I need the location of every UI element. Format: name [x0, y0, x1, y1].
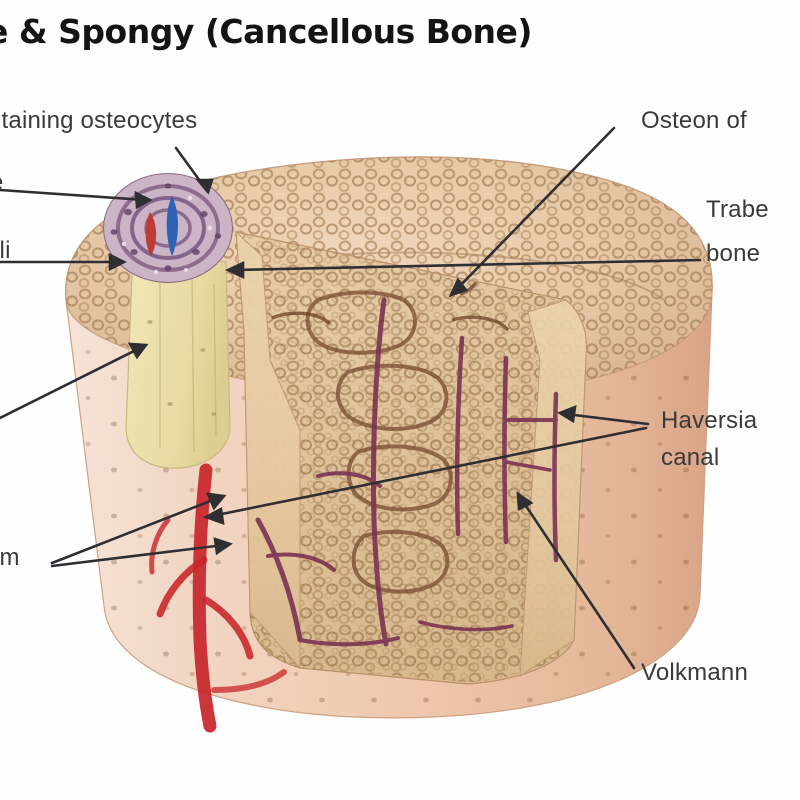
- label-trabecular-bone-line1: Trabe: [706, 196, 769, 223]
- leader-periosteum-b: [50, 543, 226, 568]
- label-bone-left-upper: e: [0, 169, 4, 197]
- label-osteon-of: Osteon of: [641, 107, 747, 134]
- yellow-marrow-cavity: [125, 259, 231, 469]
- nutrient-artery: [149, 463, 287, 733]
- label-trabecular-bone-line2: bone: [706, 240, 761, 267]
- leader-haversian-a: [564, 412, 650, 426]
- figure-title: e & Spongy (Cancellous Bone): [0, 12, 533, 51]
- vein-branches: [255, 297, 559, 647]
- leader-volkmann: [520, 498, 636, 670]
- leader-periosteum-a: [50, 496, 220, 565]
- label-haversian-canal-line1: Haversia: [661, 407, 758, 434]
- leader-lines: [0, 126, 702, 670]
- label-lacunae-containing-osteocytes: ntaining osteocytes: [0, 107, 198, 134]
- osteon-cross-section: [103, 173, 233, 283]
- leader-trabecular: [232, 258, 702, 272]
- leader-haversian-b: [210, 426, 648, 518]
- leader-marrow: [0, 346, 142, 420]
- label-volkmann: Volkmann: [641, 659, 748, 686]
- leader-osteon: [454, 126, 616, 292]
- leader-bone-left-1: [0, 188, 148, 202]
- label-periosteum: um: [0, 544, 20, 571]
- label-canaliculi: ali: [0, 237, 11, 264]
- label-haversian-canal-line2: canal: [661, 444, 720, 471]
